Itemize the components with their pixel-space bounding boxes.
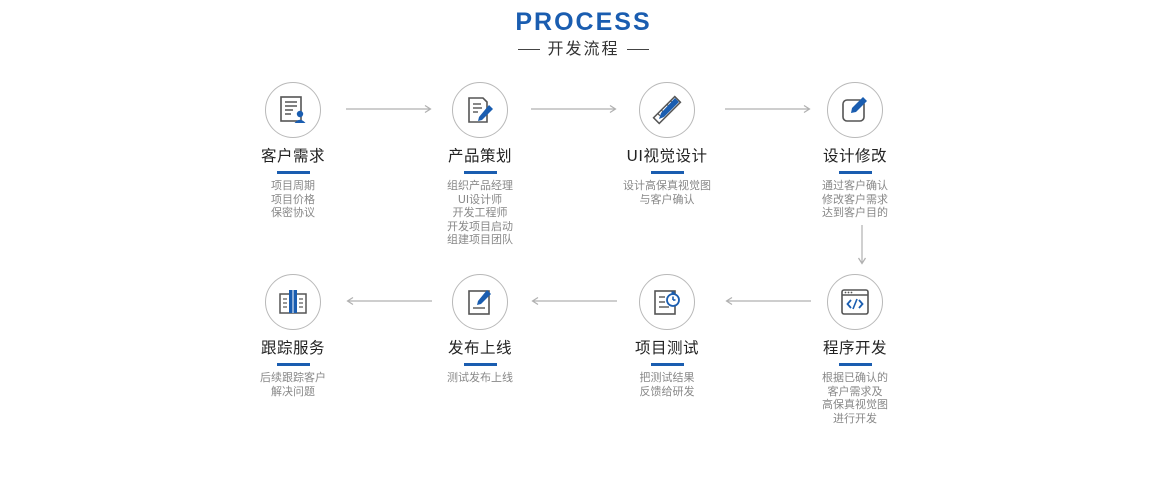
arrow-down	[857, 225, 867, 265]
desc-line: 开发工程师	[452, 206, 508, 219]
desc-line: 进行开发	[833, 411, 877, 425]
design-tools-icon	[652, 95, 682, 125]
step-ui-design: UI视觉设计 设计高保真视觉图 与客户确认	[587, 82, 747, 206]
desc-line: UI设计师	[457, 192, 503, 206]
desc-line: 组织产品经理	[447, 179, 513, 192]
step-icon-circle	[639, 82, 695, 138]
arrow-right-1	[346, 104, 432, 114]
desc-line: 高保真视觉图	[822, 398, 888, 411]
step-development: 程序开发 根据已确认的 客户需求及 高保真视觉图 进行开发	[775, 274, 935, 425]
step-icon-circle	[827, 274, 883, 330]
step-design-revision: 设计修改 通过客户确认 修改客户需求 达到客户目的	[775, 82, 935, 220]
step-description: 组织产品经理 UI设计师 开发工程师 开发项目启动 组建项目团队	[400, 179, 560, 247]
section-header: PROCESS 开发流程	[0, 6, 1167, 59]
step-description: 根据已确认的 客户需求及 高保真视觉图 进行开发	[775, 371, 935, 425]
step-icon-circle	[265, 274, 321, 330]
step-testing: 项目测试 把测试结果 反馈给研发	[587, 274, 747, 398]
desc-line: 后续跟踪客户	[260, 371, 326, 384]
testing-stopwatch-icon	[654, 290, 680, 315]
step-icon-circle	[265, 82, 321, 138]
edit-icon	[842, 97, 867, 122]
step-title: 跟踪服务	[260, 339, 325, 357]
step-description: 设计高保真视觉图 与客户确认	[587, 179, 747, 206]
desc-line: 与客户确认	[639, 192, 695, 206]
section-subtitle-row: 开发流程	[0, 39, 1167, 59]
step-release: 发布上线 测试发布上线	[400, 274, 560, 385]
desc-line: 修改客户需求	[822, 192, 888, 206]
desc-line: 组建项目团队	[447, 233, 513, 246]
requirements-doc-icon	[280, 96, 306, 123]
subtitle-right-dash	[626, 48, 649, 50]
desc-line: 把测试结果	[639, 371, 695, 384]
step-title: 项目测试	[634, 339, 699, 357]
desc-line: 开发项目启动	[447, 219, 513, 233]
step-icon-circle	[639, 274, 695, 330]
step-title: 程序开发	[822, 339, 887, 357]
step-icon-circle	[452, 274, 508, 330]
step-title: 产品策划	[447, 147, 512, 165]
arrow-right-3	[725, 104, 811, 114]
step-underline	[650, 363, 684, 366]
desc-line: 项目周期	[271, 179, 315, 192]
step-underline	[838, 363, 872, 366]
step-icon-circle	[827, 82, 883, 138]
desc-line: 解决问题	[271, 384, 315, 398]
desc-line: 设计高保真视觉图	[623, 179, 711, 192]
step-underline	[463, 171, 497, 174]
planning-doc-icon	[468, 97, 493, 123]
step-title: 发布上线	[447, 339, 512, 357]
step-title: 客户需求	[260, 147, 325, 165]
desc-line: 客户需求及	[827, 384, 883, 398]
code-window-icon	[841, 289, 869, 315]
desc-line: 项目价格	[271, 192, 315, 206]
desc-line: 反馈给研发	[639, 384, 695, 398]
step-description: 把测试结果 反馈给研发	[587, 371, 747, 398]
step-requirements: 客户需求 项目周期 项目价格 保密协议	[213, 82, 373, 220]
arrow-right-2	[531, 104, 617, 114]
step-underline	[650, 171, 684, 174]
step-description: 通过客户确认 修改客户需求 达到客户目的	[775, 179, 935, 220]
desc-line: 达到客户目的	[822, 206, 888, 219]
step-planning: 产品策划 组织产品经理 UI设计师 开发工程师 开发项目启动 组建项目团队	[400, 82, 560, 247]
step-description: 后续跟踪客户 解决问题	[213, 371, 373, 398]
desc-line: 保密协议	[271, 206, 315, 219]
tracking-service-icon	[279, 290, 307, 314]
subtitle-left-dash	[518, 48, 541, 50]
section-subtitle: 开发流程	[547, 39, 620, 58]
step-title: UI视觉设计	[626, 147, 708, 165]
desc-line: 通过客户确认	[822, 179, 888, 192]
step-description: 项目周期 项目价格 保密协议	[213, 179, 373, 220]
step-underline	[838, 171, 872, 174]
step-description: 测试发布上线	[400, 371, 560, 385]
section-title: PROCESS	[515, 8, 652, 36]
step-underline	[276, 171, 310, 174]
arrow-left-1	[725, 296, 811, 306]
arrow-left-2	[531, 296, 617, 306]
desc-line: 根据已确认的	[822, 371, 888, 384]
step-underline	[276, 363, 310, 366]
step-tracking-service: 跟踪服务 后续跟踪客户 解决问题	[213, 274, 373, 398]
step-icon-circle	[452, 82, 508, 138]
step-underline	[463, 363, 497, 366]
step-title: 设计修改	[822, 147, 887, 165]
arrow-left-3	[346, 296, 432, 306]
desc-line: 测试发布上线	[447, 371, 513, 384]
publish-icon	[468, 290, 491, 315]
